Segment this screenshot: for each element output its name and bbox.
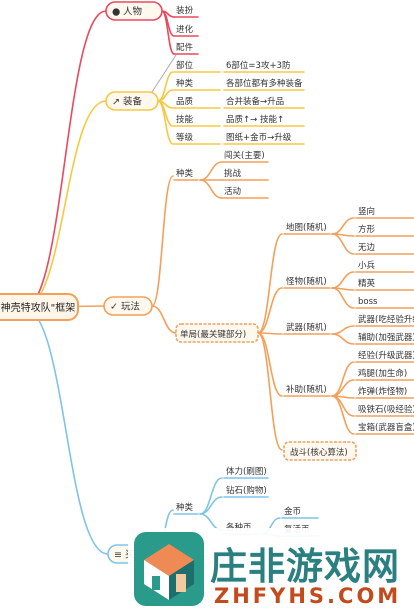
single-leaf: 方形 xyxy=(358,224,376,235)
buy-sub-label: 各种币 xyxy=(226,522,252,533)
single-leaf: 无边 xyxy=(358,242,376,253)
root-label: "神壳特攻队"框架 xyxy=(0,301,75,314)
role-equip-link xyxy=(151,54,177,93)
single-group: 补助(随机) xyxy=(286,384,327,395)
battle-label: 战斗(核心算法) xyxy=(290,447,348,458)
equip-row-value: 6部位=3攻+3防 xyxy=(226,60,291,71)
play-node[interactable] xyxy=(103,296,153,316)
single-leaf-link xyxy=(331,233,355,255)
play-kind-item: 活动 xyxy=(224,186,242,197)
play-kind-item: 闯关(主要) xyxy=(224,150,265,161)
equip-row-value: 合并装备→升品 xyxy=(226,96,284,107)
single-group: 怪物(随机) xyxy=(286,276,327,287)
play-node-label: 玩法 xyxy=(121,301,140,313)
role-node[interactable] xyxy=(105,1,163,21)
single-leaf: 小兵 xyxy=(358,260,376,271)
watermark-text: 庄非游戏网 xyxy=(210,545,400,588)
single-leaf: 竖向 xyxy=(358,206,375,217)
single-leaf: 吸铁石(吸经验) xyxy=(358,404,414,415)
play-kind-item: 挑战 xyxy=(224,168,242,179)
role-branch-link xyxy=(23,10,107,309)
cart-icon: ≡ xyxy=(114,550,122,561)
single-group-link xyxy=(257,233,283,334)
buy-sub-item: 金币 xyxy=(284,506,301,517)
equip-row-key: 种类 xyxy=(176,78,194,89)
single-leaf: boss xyxy=(358,297,378,307)
play-kind-link xyxy=(199,161,223,181)
battle-node[interactable] xyxy=(283,441,357,461)
buy-kind-item: 钻石(购物) xyxy=(226,485,267,496)
single-group-link xyxy=(257,332,283,397)
role-item: 进化 xyxy=(176,24,194,35)
person-icon: ● xyxy=(112,7,120,18)
equip-row-key: 等级 xyxy=(176,132,194,143)
single-leaf-link xyxy=(331,325,355,335)
single-leaf-link xyxy=(331,395,355,435)
play-kind-link xyxy=(199,179,223,199)
single-leaf: 宝箱(武器盲盒) xyxy=(358,422,414,433)
role-item: 装扮 xyxy=(176,5,194,16)
equip-row-value: 品质↑→ 技能↑ xyxy=(226,114,284,125)
role-child-link xyxy=(161,10,175,55)
single-leaf-link xyxy=(331,333,355,345)
single-group-link xyxy=(257,332,283,335)
single-leaf: 经验(升级武器) xyxy=(358,350,414,361)
equip-node[interactable] xyxy=(105,91,159,111)
watermark-logo-icon xyxy=(134,532,204,606)
equip-row-key: 技能 xyxy=(176,114,194,125)
battle-link xyxy=(257,332,283,451)
role-item: 配件 xyxy=(176,42,194,53)
watermark-domain: ZHFYHS.COM xyxy=(214,584,402,608)
single-leaf-link xyxy=(331,287,355,309)
single-link xyxy=(151,305,177,334)
equip-row-link xyxy=(157,100,174,145)
buy-kind-link xyxy=(199,496,223,515)
single-leaf-link xyxy=(331,361,355,397)
equip-row-key: 品质 xyxy=(176,96,194,107)
play-kinds-label: 种类 xyxy=(176,168,194,179)
watermark: 庄非游戏网 ZHFYHS.COM xyxy=(128,528,414,612)
runner-icon: ✓ xyxy=(110,302,118,313)
equip-row-value: 图纸+金币→升级 xyxy=(226,132,292,143)
sword-icon: ↗ xyxy=(112,97,120,108)
single-leaf-link xyxy=(331,379,355,397)
single-group: 地图(随机) xyxy=(286,222,327,233)
single-node[interactable] xyxy=(175,323,259,343)
single-leaf: 鸡腿(加生命) xyxy=(358,368,407,379)
play-kinds-link xyxy=(151,175,174,307)
single-group-link xyxy=(257,287,283,334)
equip-row-value: 各部位都有多种装备 xyxy=(226,78,303,89)
buy-branch-link xyxy=(23,307,109,555)
single-leaf: 武器(吃经验升级) xyxy=(358,314,414,325)
buy-kind-item: 体力(刷图) xyxy=(226,466,267,477)
connector-lines xyxy=(23,10,414,555)
equip-branch-link xyxy=(23,100,107,309)
buy-kind-link xyxy=(199,477,223,515)
equip-row-key: 部位 xyxy=(176,60,194,71)
buy-kinds-label: 种类 xyxy=(176,502,194,513)
single-label: 单局(最关键部分) xyxy=(180,329,246,340)
single-group: 武器(随机) xyxy=(286,322,327,333)
root-node[interactable] xyxy=(0,293,79,321)
role-node-label: 人物 xyxy=(123,6,143,18)
single-leaf-link xyxy=(331,217,355,235)
single-leaf: 精英 xyxy=(358,278,376,289)
equip-node-label: 装备 xyxy=(123,96,143,108)
single-leaf: 炸弹(炸怪物) xyxy=(358,386,407,397)
single-leaf-link xyxy=(331,271,355,289)
single-leaf: 辅助(加强武器) xyxy=(358,332,414,343)
